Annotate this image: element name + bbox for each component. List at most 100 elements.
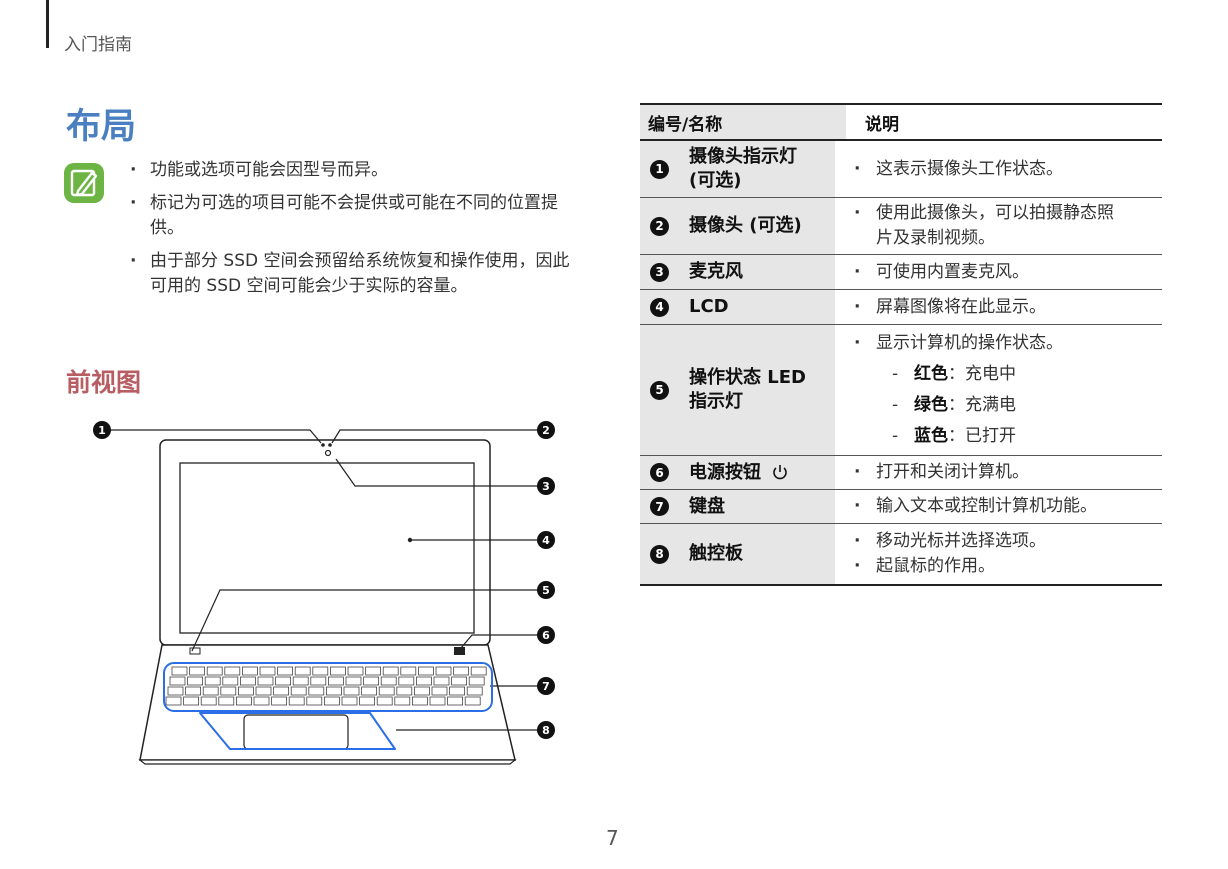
keyboard-key xyxy=(308,686,325,696)
status-blue: 蓝色：已打开 xyxy=(854,424,1162,449)
keyboard-key xyxy=(235,696,252,706)
keyboard-key xyxy=(306,696,323,706)
keyboard-key xyxy=(451,676,468,686)
keyboard-key xyxy=(361,686,378,696)
component-name: 触控板 xyxy=(689,543,743,564)
callout-badge xyxy=(93,421,111,439)
keyboard-key xyxy=(224,666,241,676)
callout-badge xyxy=(537,626,555,644)
callout-number: 1 xyxy=(98,424,106,437)
keyboard-key xyxy=(273,686,290,696)
keyboard-key xyxy=(380,676,397,686)
callout-badge xyxy=(537,721,555,739)
keyboard-key xyxy=(220,686,237,696)
status-green: 绿色：充满电 xyxy=(854,393,1162,418)
keyboard-key xyxy=(206,666,223,676)
description: 移动光标并选择选项。 xyxy=(854,529,1162,554)
keyboard-key xyxy=(277,666,294,676)
keyboard-key xyxy=(415,676,432,686)
keyboard-key xyxy=(466,686,483,696)
component-name: 电源按钮 xyxy=(689,461,789,485)
callout-number: 6 xyxy=(542,629,550,642)
table-header-desc: 说明 xyxy=(865,114,899,135)
callout-number: 5 xyxy=(542,584,550,597)
table-row: 3 麦克风 可使用内置麦克风。 xyxy=(640,255,1162,290)
keyboard-key xyxy=(398,676,415,686)
callout-number: 7 xyxy=(542,680,550,693)
keyboard-key xyxy=(185,686,201,696)
component-name: 键盘 xyxy=(689,495,725,517)
table-header-row: 编号/名称 说明 xyxy=(640,103,1162,141)
keyboard-key xyxy=(382,666,399,676)
row-number-badge: 8 xyxy=(650,544,669,564)
keyboard-key xyxy=(271,696,288,706)
keyboard-key xyxy=(396,686,413,696)
description: 可使用内置麦克风。 xyxy=(854,260,1162,285)
keyboard-key xyxy=(447,696,464,706)
keyboard-key xyxy=(329,666,346,676)
keyboard-key xyxy=(376,696,393,706)
component-name: 摄像头 (可选) xyxy=(689,215,802,236)
keyboard-key xyxy=(239,676,256,686)
description: 显示计算机的操作状态。 xyxy=(854,331,1162,356)
keyboard-key xyxy=(171,666,188,676)
keyboard-key xyxy=(413,686,430,696)
keyboard-key xyxy=(183,696,199,706)
keyboard-key xyxy=(218,696,235,706)
callout-number: 8 xyxy=(542,724,550,737)
note-item: 功能或选项可能会因型号而异。 xyxy=(130,158,586,183)
note-pencil-icon xyxy=(64,163,104,203)
callout-number: 3 xyxy=(542,480,550,493)
callout-badge xyxy=(537,677,555,695)
keyboard-key xyxy=(222,676,239,686)
keyboard-key xyxy=(312,666,329,676)
notes-list: 功能或选项可能会因型号而异。 标记为可选的项目可能不会提供或可能在不同的位置提供… xyxy=(130,158,586,307)
row-number-badge: 1 xyxy=(650,159,669,179)
keyboard-key xyxy=(255,686,272,696)
description: 输入文本或控制计算机功能。 xyxy=(854,494,1162,519)
keyboard-key xyxy=(202,686,219,696)
keyboard-key xyxy=(189,666,205,676)
component-name: 操作状态 LED 指示灯 xyxy=(689,367,806,412)
keyboard-key xyxy=(347,666,364,676)
component-name: 摄像头指示灯(可选) xyxy=(689,146,797,191)
table-header-name: 编号/名称 xyxy=(640,105,849,139)
keyboard-key xyxy=(169,676,186,686)
keyboard-key xyxy=(417,666,434,676)
component-name: 麦克风 xyxy=(689,261,743,282)
keyboard-key xyxy=(449,686,466,696)
keyboard-key xyxy=(187,676,203,686)
description: 屏幕图像将在此显示。 xyxy=(854,295,1162,320)
keyboard-key xyxy=(294,666,311,676)
keyboard-key xyxy=(327,676,344,686)
keyboard-key xyxy=(310,676,327,686)
component-name: LCD xyxy=(689,296,729,317)
row-number-badge: 3 xyxy=(650,262,669,282)
keyboard-key xyxy=(429,696,446,706)
keyboard-key xyxy=(237,686,254,696)
keyboard-key xyxy=(323,696,340,706)
row-number-badge: 6 xyxy=(650,463,669,482)
callout-number: 2 xyxy=(542,424,550,437)
keyboard-key xyxy=(345,676,362,686)
keyboard-key xyxy=(470,666,487,676)
power-icon xyxy=(773,464,788,479)
callout-number: 4 xyxy=(542,534,550,547)
table-row: 7键盘 输入文本或控制计算机功能。 xyxy=(640,490,1162,524)
note-item: 由于部分 SSD 空间会预留给系统恢复和操作使用，因此可用的 SSD 空间可能会… xyxy=(130,249,586,299)
description: 这表示摄像头工作状态。 xyxy=(854,157,1162,182)
keyboard-key xyxy=(468,676,485,686)
keyboard-key xyxy=(411,696,428,706)
header-rule xyxy=(46,0,49,48)
callout-badge xyxy=(537,477,555,495)
row-number-badge: 5 xyxy=(650,380,669,400)
keyboard-key xyxy=(359,696,376,706)
keyboard-key xyxy=(341,696,358,706)
keyboard-key xyxy=(435,666,452,676)
keyboard-key xyxy=(259,666,276,676)
